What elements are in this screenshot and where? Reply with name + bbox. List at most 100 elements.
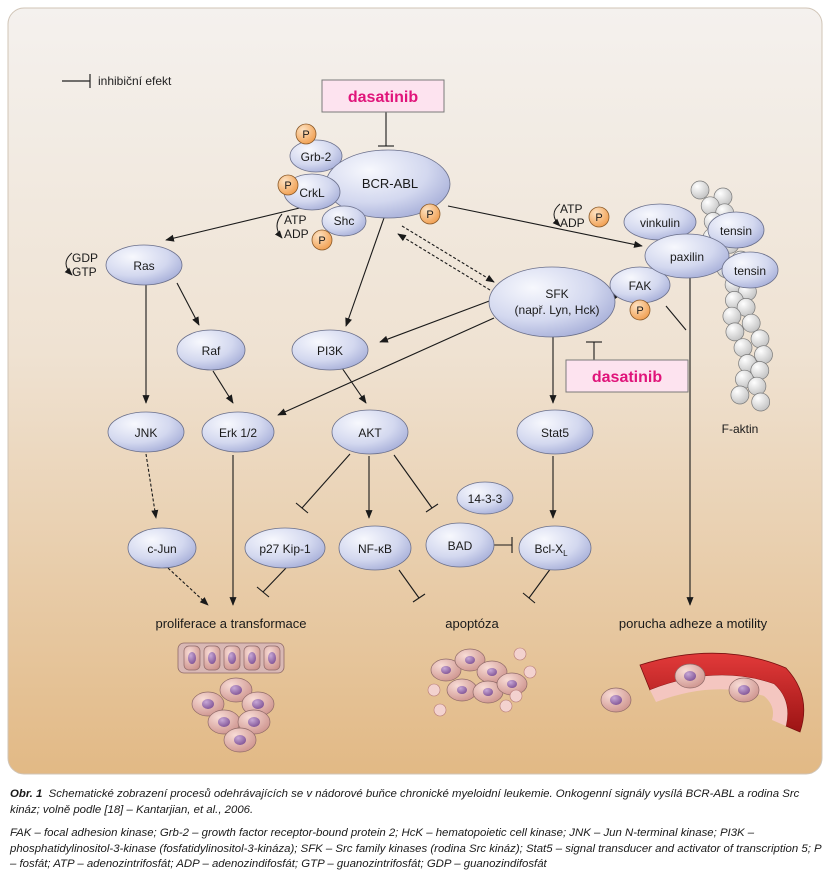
node-akt: AKT	[331, 409, 409, 455]
node-shc: Shc	[321, 205, 367, 237]
apoptotic-body	[433, 703, 447, 717]
cell-nucleus	[218, 717, 230, 727]
atp-left-label: ATP	[284, 213, 306, 227]
raf-label: Raf	[202, 344, 221, 358]
bad-label: BAD	[448, 539, 473, 553]
shc-label: Shc	[334, 214, 355, 228]
actin-bead	[722, 306, 742, 326]
adp-left-label: ADP	[284, 227, 309, 241]
actin-bead	[747, 376, 767, 396]
cell-nucleus	[202, 699, 214, 709]
actin-bead	[690, 180, 710, 200]
bclx-subscript: L	[563, 549, 568, 558]
figure-caption: Obr. 1 Schematické zobrazení procesů ode…	[10, 786, 826, 873]
actin-bead	[750, 329, 770, 349]
node-jnk: JNK	[107, 411, 185, 453]
cell-nucleus	[610, 695, 622, 705]
phosphate-crkl: P	[277, 174, 299, 196]
f-actin-label: F-aktin	[722, 422, 759, 436]
dasatinib-top-label: dasatinib	[348, 89, 418, 106]
column-nucleus	[188, 652, 196, 664]
node-nfkb: NF-κB	[338, 525, 412, 571]
actin-bead	[730, 385, 750, 405]
actin-bead	[725, 322, 745, 342]
paxilin-label: paxilin	[670, 250, 704, 264]
caption-text: Schematické zobrazení procesů odehrávají…	[10, 788, 800, 816]
actin-bead	[750, 361, 770, 380]
p-label: P	[636, 305, 643, 317]
proliferation-cells-illustration	[177, 642, 285, 753]
cell-nucleus	[441, 666, 451, 674]
apoptotic-body	[427, 683, 441, 697]
column-nucleus	[248, 652, 256, 664]
apoptotic-body	[523, 665, 537, 679]
adhesion-label: porucha adheze a motility	[619, 616, 768, 631]
caption-abbreviations: FAK – focal adhesion kinase; Grb-2 – gro…	[10, 827, 822, 870]
column-nucleus	[208, 652, 216, 664]
p-label: P	[302, 129, 309, 141]
cell-nucleus	[487, 668, 497, 676]
cell-nucleus	[507, 680, 517, 688]
actin-bead	[751, 392, 771, 412]
gtp-label: GTP	[72, 265, 97, 279]
ras-label: Ras	[133, 259, 154, 273]
node-p27: p27 Kip-1	[244, 527, 326, 569]
erk-label: Erk 1/2	[219, 426, 257, 440]
node-tensin-1: tensin	[707, 211, 765, 249]
dasatinib-middle-label: dasatinib	[592, 369, 662, 386]
node-cjun: c-Jun	[127, 527, 197, 569]
p-label: P	[595, 212, 602, 224]
node-grb2: Grb-2	[289, 139, 343, 173]
jnk-label: JNK	[135, 426, 158, 440]
caption-main: Obr. 1 Schematické zobrazení procesů ode…	[10, 786, 826, 818]
apoptotic-body	[509, 689, 523, 703]
p14-3-3-label: 14-3-3	[468, 492, 503, 506]
node-pi3k: PI3K	[291, 329, 369, 371]
cjun-label: c-Jun	[147, 542, 176, 556]
cell-nucleus	[252, 699, 264, 709]
node-bad: BAD	[425, 522, 495, 568]
actin-bead	[754, 345, 773, 365]
vinkulin-label: vinkulin	[640, 216, 680, 230]
fak-label: FAK	[629, 279, 652, 293]
cell-nucleus	[230, 685, 242, 695]
bclx-main: Bcl-X	[534, 542, 563, 556]
figure-number: Obr. 1	[10, 788, 43, 800]
cell-nucleus	[234, 735, 246, 745]
node-sfk: SFK (např. Lyn, Hck)	[488, 266, 616, 338]
apoptosis-cells-illustration	[427, 647, 537, 717]
node-tensin-2: tensin	[721, 251, 779, 289]
p-label: P	[318, 235, 325, 247]
cofactor-arrows	[64, 203, 561, 276]
apoptotic-body	[513, 647, 527, 661]
p27-label: p27 Kip-1	[259, 542, 311, 556]
node-vinkulin: vinkulin	[623, 203, 697, 241]
cofactor-labels: ATP ADP ATP ADP GDP GTP	[72, 202, 585, 279]
atp-right-label: ATP	[560, 202, 582, 216]
sfk-examples-label: (např. Lyn, Hck)	[515, 303, 600, 317]
inhibition-legend: inhibiční efekt	[62, 74, 172, 88]
actin-bead	[733, 338, 753, 358]
column-nucleus	[268, 652, 276, 664]
cell-nucleus	[738, 685, 750, 695]
crkl-label: CrkL	[299, 186, 325, 200]
grb2-label: Grb-2	[301, 150, 332, 164]
phosphate-fak: P	[629, 299, 651, 321]
phosphate-bcr-abl: P	[419, 203, 441, 225]
node-fak: FAK	[609, 266, 671, 304]
cell-nucleus	[483, 688, 493, 696]
sfk-label: SFK	[545, 287, 568, 301]
node-ras: Ras	[105, 244, 183, 286]
p-label: P	[426, 209, 433, 221]
node-bclx: Bcl-XL	[518, 525, 592, 571]
apoptosis-label: apoptóza	[445, 616, 499, 631]
bclx-label: Bcl-XL	[534, 542, 568, 558]
node-stat5: Stat5	[516, 409, 594, 455]
adp-right-label: ADP	[560, 216, 585, 230]
proliferation-label: proliferace a transformace	[155, 616, 306, 631]
node-14-3-3: 14-3-3	[456, 481, 514, 515]
column-nucleus	[228, 652, 236, 664]
node-bcr-abl: BCR-ABL	[325, 149, 451, 219]
node-raf: Raf	[176, 329, 246, 371]
node-erk: Erk 1/2	[201, 411, 275, 453]
